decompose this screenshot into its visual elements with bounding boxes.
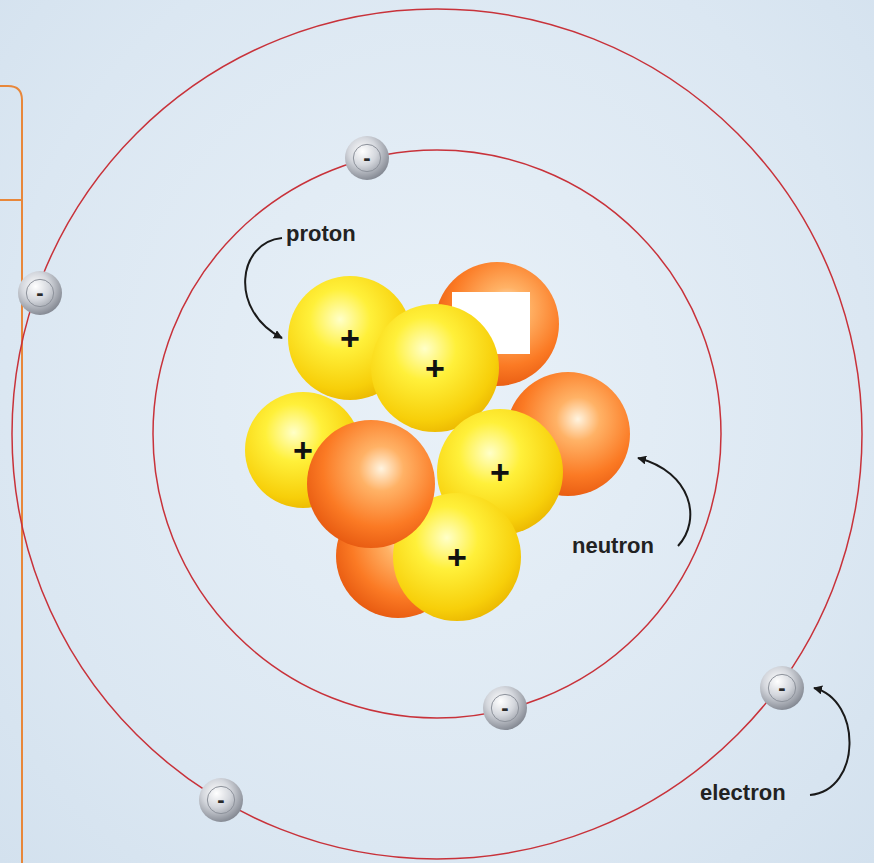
- electron-circle: [760, 666, 804, 710]
- charge-minus: -: [501, 697, 508, 719]
- electron-sphere: -: [18, 271, 62, 315]
- electron-circle: [345, 136, 389, 180]
- electron-sphere: -: [345, 136, 389, 180]
- charge-plus: +: [447, 540, 467, 574]
- part-label: electron: [700, 781, 786, 805]
- part-label: neutron: [572, 534, 654, 558]
- charge-plus: +: [293, 433, 313, 467]
- proton-sphere: +: [393, 493, 521, 621]
- charge-plus: +: [340, 321, 360, 355]
- leader-line: [245, 238, 282, 338]
- electron-ring: [353, 144, 380, 171]
- proton-sphere: +: [245, 392, 361, 508]
- neutron-sphere: [307, 420, 435, 548]
- electron-sphere: -: [199, 778, 243, 822]
- part-label: proton: [286, 222, 356, 246]
- leader-line: [810, 688, 850, 795]
- electron-ring: [491, 694, 518, 721]
- electron-circle: [483, 686, 527, 730]
- charge-minus: -: [217, 789, 224, 811]
- charge-minus: -: [36, 282, 43, 304]
- proton-circle: [393, 493, 521, 621]
- electron-ring: [207, 786, 234, 813]
- inner-orbit: [153, 150, 721, 718]
- charge-minus: -: [363, 147, 370, 169]
- leader-arrows: [245, 238, 849, 795]
- charge-minus: -: [778, 677, 785, 699]
- charge-plus: +: [490, 455, 510, 489]
- electron-circle: [18, 271, 62, 315]
- charge-plus: +: [425, 351, 445, 385]
- electron-circle: [199, 778, 243, 822]
- side-panel: [0, 86, 22, 863]
- outer-orbit: [12, 9, 862, 859]
- electron-ring: [768, 674, 795, 701]
- proton-circle: [245, 392, 361, 508]
- orbits: [12, 9, 862, 859]
- electron-sphere: -: [483, 686, 527, 730]
- electron-sphere: -: [760, 666, 804, 710]
- electron-ring: [26, 279, 53, 306]
- leader-line: [638, 458, 690, 546]
